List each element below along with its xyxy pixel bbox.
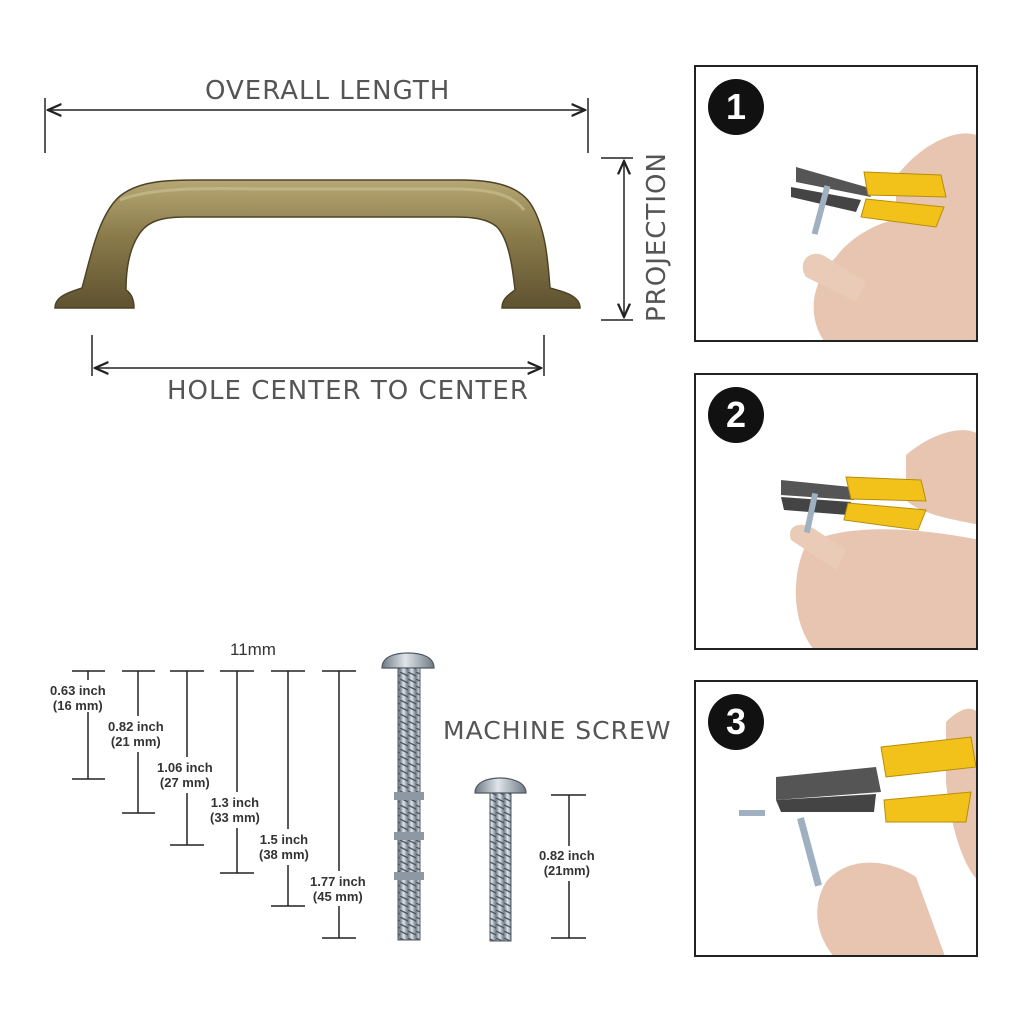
machine-screw-label: MACHINE SCREW <box>443 716 672 745</box>
step-panel-2: 2 <box>694 373 978 650</box>
screw-length-label: 1.77 inch (45 mm) <box>310 874 366 904</box>
pliers-cutting-screw-illustration <box>781 430 976 648</box>
long-screw-image <box>381 652 435 941</box>
step-number-badge: 2 <box>708 387 764 443</box>
handle-image <box>54 179 581 309</box>
pliers-cutting-screw-illustration <box>739 708 976 955</box>
step-panel-3: 3 <box>694 680 978 957</box>
step-number-badge: 3 <box>708 694 764 750</box>
step-number-badge: 1 <box>708 79 764 135</box>
screw-length-label: 1.5 inch (38 mm) <box>259 832 309 862</box>
screw-length-label: 1.06 inch (27 mm) <box>157 760 213 790</box>
screw-length-label: 1.3 inch (33 mm) <box>210 795 260 825</box>
screw-length-label: 0.82 inch (21 mm) <box>108 719 164 749</box>
step-panel-1: 1 <box>694 65 978 342</box>
screw-width-label: 11mm <box>230 640 276 659</box>
short-screw-image <box>474 777 527 942</box>
screw-length-label: 0.63 inch (16 mm) <box>50 683 106 713</box>
pliers-cutting-screw-illustration <box>791 133 976 340</box>
short-screw-length-label: 0.82 inch (21mm) <box>539 848 595 878</box>
overall-length-label: OVERALL LENGTH <box>205 76 451 106</box>
hole-center-label: HOLE CENTER TO CENTER <box>167 376 529 406</box>
